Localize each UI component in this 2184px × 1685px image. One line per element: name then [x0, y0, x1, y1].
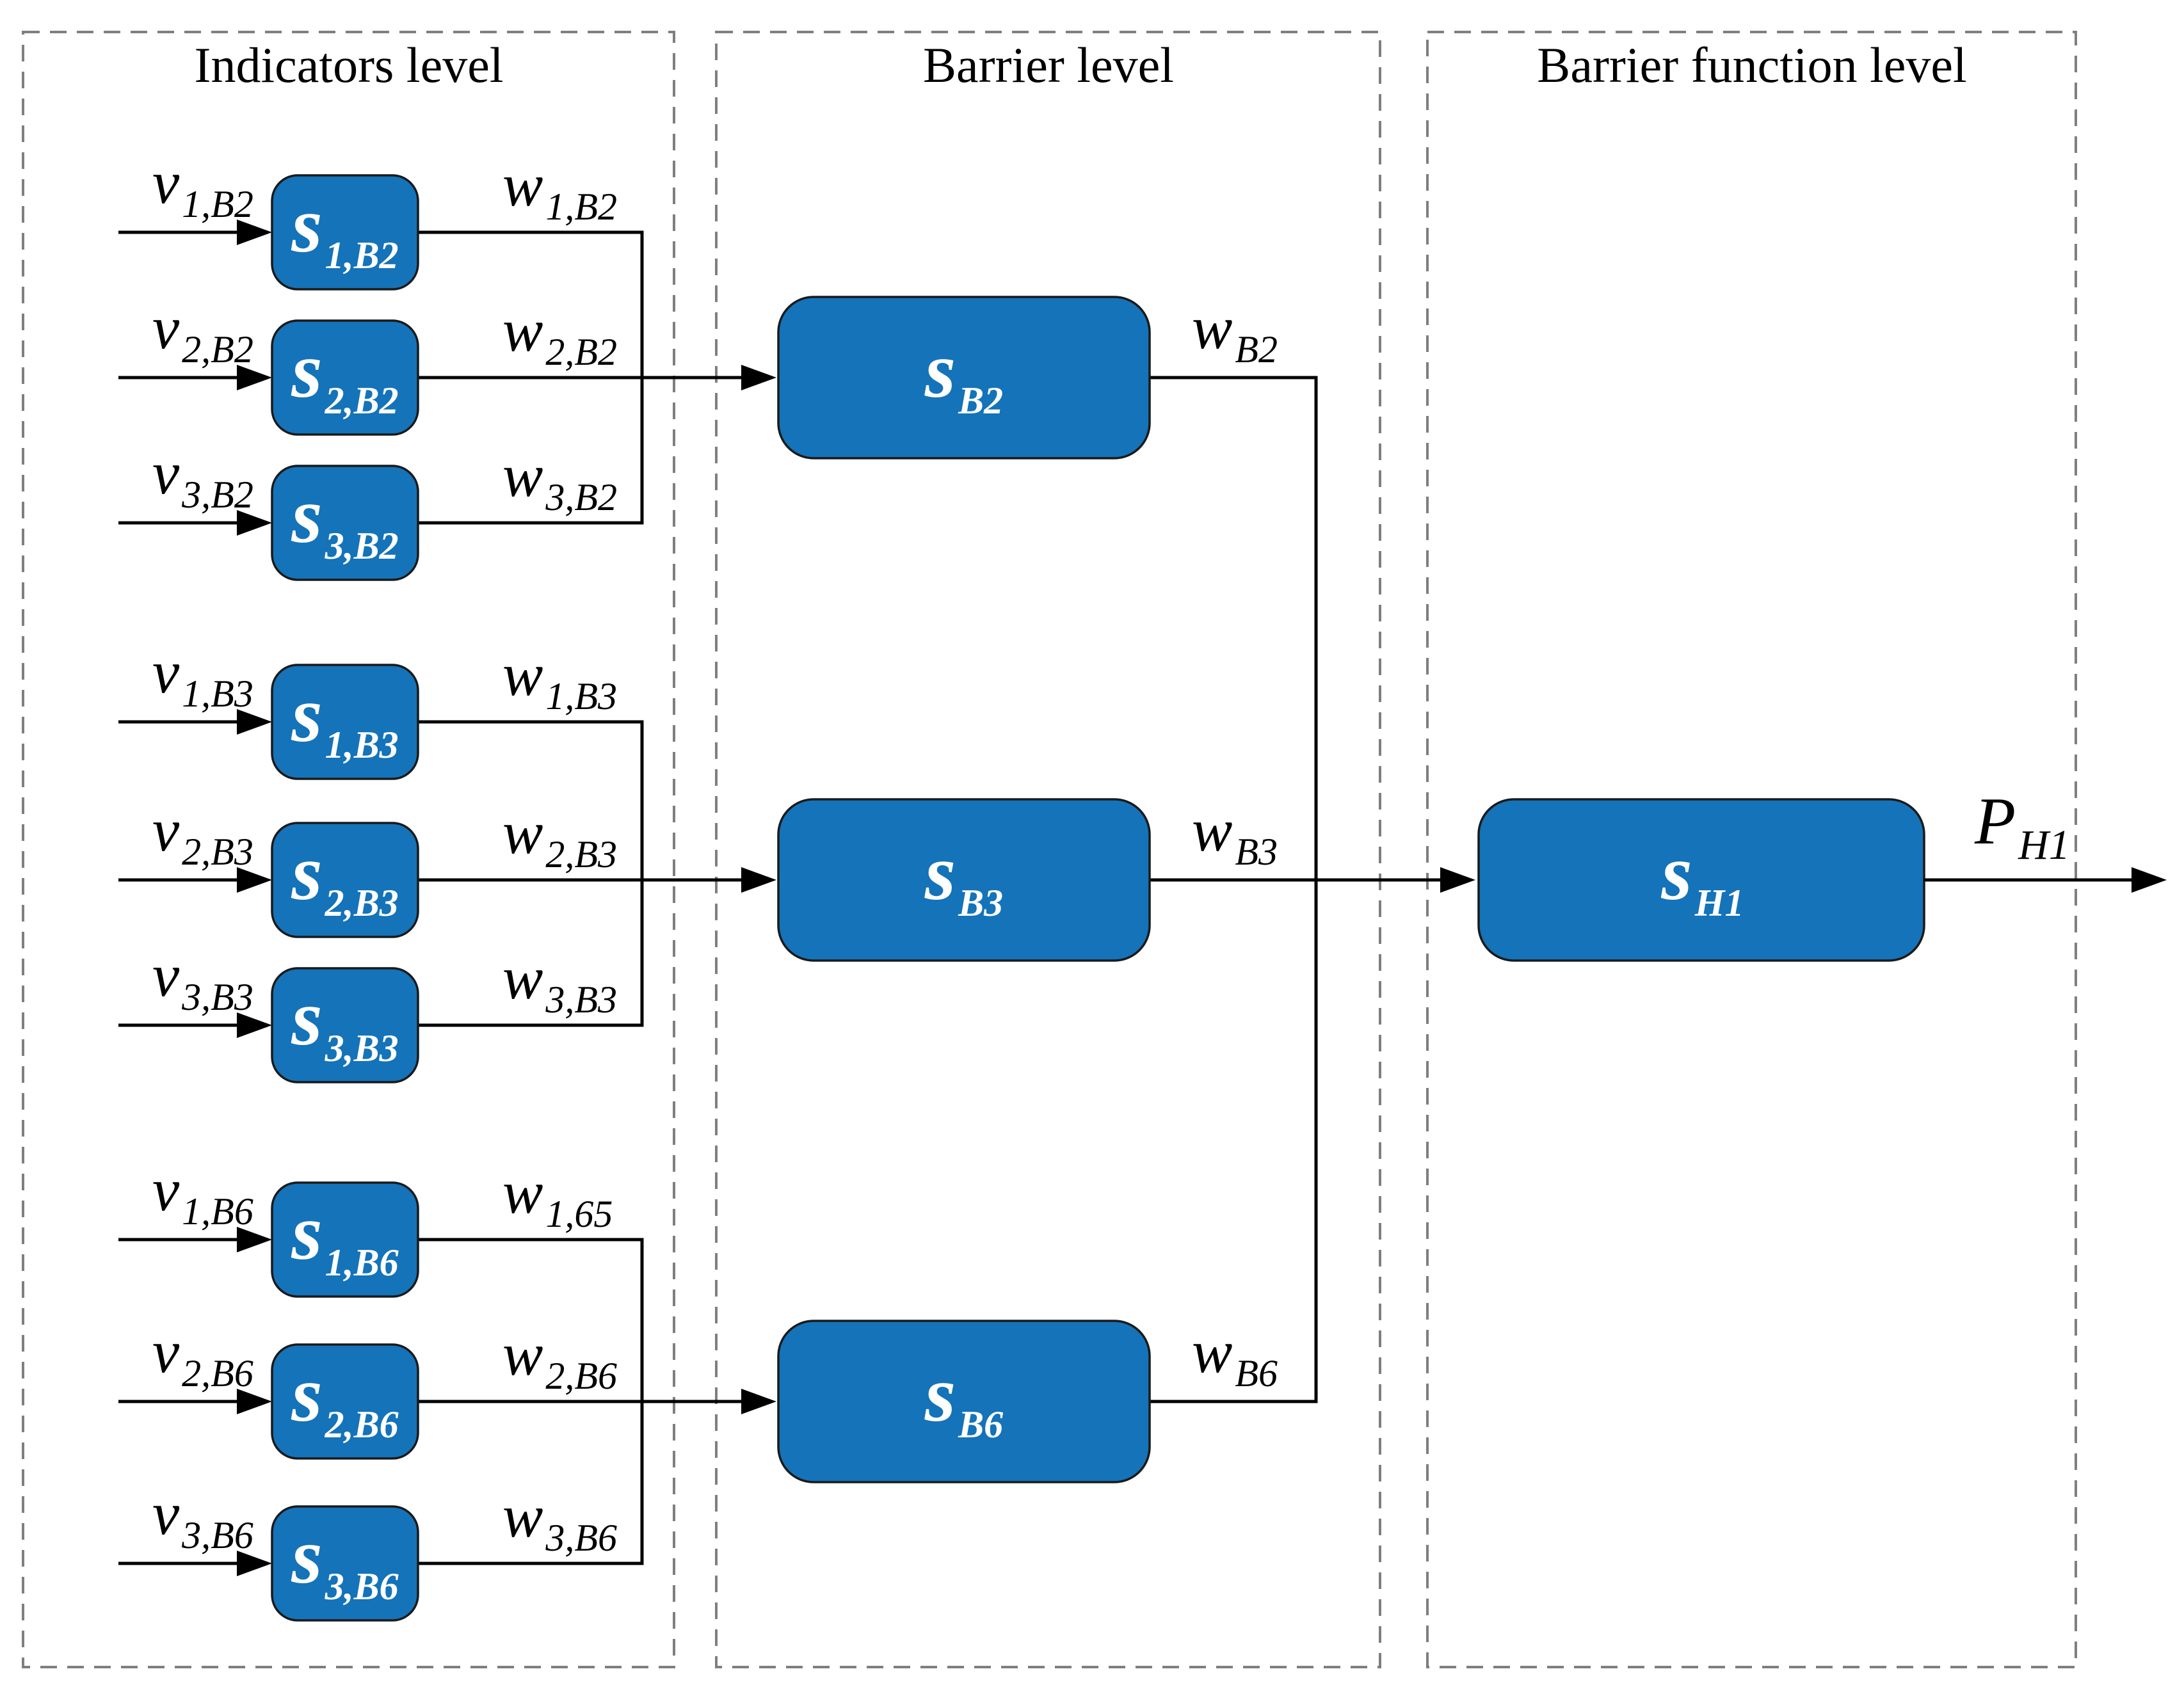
panel-indicators-level: [22, 31, 675, 1668]
node-s1b3: [271, 664, 419, 780]
panel-barrier-function-level: [1426, 31, 2077, 1668]
edge-label-wb3: wB3: [1192, 796, 1278, 873]
edge-label-v2b3: v2,B3: [152, 796, 253, 873]
edge-label-w2b3: w2,B3: [502, 799, 617, 875]
edge-label-w2b6: w2,B6: [502, 1320, 617, 1397]
panel-title-barrier-function-level: Barrier function level: [1537, 37, 1966, 93]
node-label-s1b3: s1,B3: [291, 671, 398, 766]
edge-label-v3b6: v3,B6: [152, 1480, 253, 1556]
node-sb2: [777, 296, 1151, 459]
edge-label-wb2: wB2: [1192, 294, 1278, 371]
edge-label-w1b3: w1,B3: [502, 641, 617, 717]
edge-label-ph1: PH1: [1974, 783, 2070, 868]
node-sh1: [1477, 798, 1925, 962]
edge-label-v2b6: v2,B6: [152, 1318, 253, 1394]
node-s2b3: [271, 822, 419, 938]
edge-collector-b3: [418, 720, 644, 1027]
edge-label-v3b3: v3,B3: [152, 941, 253, 1018]
node-label-s3b2: s3,B2: [291, 472, 398, 567]
node-label-s1b2: s1,B2: [291, 181, 398, 276]
edge-label-v1b6: v1,B6: [152, 1156, 253, 1233]
node-label-s2b2: s2,B2: [291, 326, 398, 422]
node-s3b3: [271, 967, 419, 1083]
node-label-sb3: sB3: [924, 829, 1003, 924]
edge-label-v2b2: v2,B2: [152, 294, 253, 371]
edge-label-v1b3: v1,B3: [152, 638, 253, 715]
edge-label-w1b6: w1,65: [502, 1158, 613, 1235]
node-label-s3b3: s3,B3: [291, 974, 398, 1069]
edge-label-wb6: wB6: [1192, 1318, 1278, 1394]
panel-title-indicators-level: Indicators level: [195, 37, 504, 93]
node-s3b2: [271, 465, 419, 581]
panel-barrier-level: [715, 31, 1381, 1668]
edge-label-v3b2: v3,B2: [152, 439, 253, 516]
edge-label-w3b2: w3,B2: [502, 442, 617, 518]
edge-label-w1b2: w1,B2: [502, 151, 617, 228]
edge-label-w2b2: w2,B2: [502, 296, 617, 373]
node-label-s3b6: s3,B6: [291, 1512, 398, 1608]
node-label-sb2: sB2: [924, 326, 1003, 422]
node-label-s1b6: s1,B6: [291, 1188, 398, 1284]
node-s1b6: [271, 1181, 419, 1298]
edge-label-v1b2: v1,B2: [152, 148, 253, 225]
edge-label-w3b3: w3,B3: [502, 944, 617, 1021]
edge-wb2-to-junction: [1150, 376, 1318, 880]
node-s1b2: [271, 174, 419, 291]
node-sb6: [777, 1320, 1151, 1483]
node-s3b6: [271, 1505, 419, 1622]
node-label-s2b3: s2,B3: [291, 829, 398, 924]
edge-label-w3b6: w3,B6: [502, 1482, 617, 1559]
node-label-sh1: sH1: [1661, 829, 1744, 924]
edge-wb6-to-junction: [1150, 880, 1318, 1403]
panel-title-barrier-level: Barrier level: [923, 37, 1174, 93]
node-sb3: [777, 798, 1151, 962]
node-s2b6: [271, 1343, 419, 1460]
node-label-s2b6: s2,B6: [291, 1350, 398, 1446]
node-s2b2: [271, 319, 419, 436]
node-label-sb6: sB6: [924, 1350, 1003, 1446]
